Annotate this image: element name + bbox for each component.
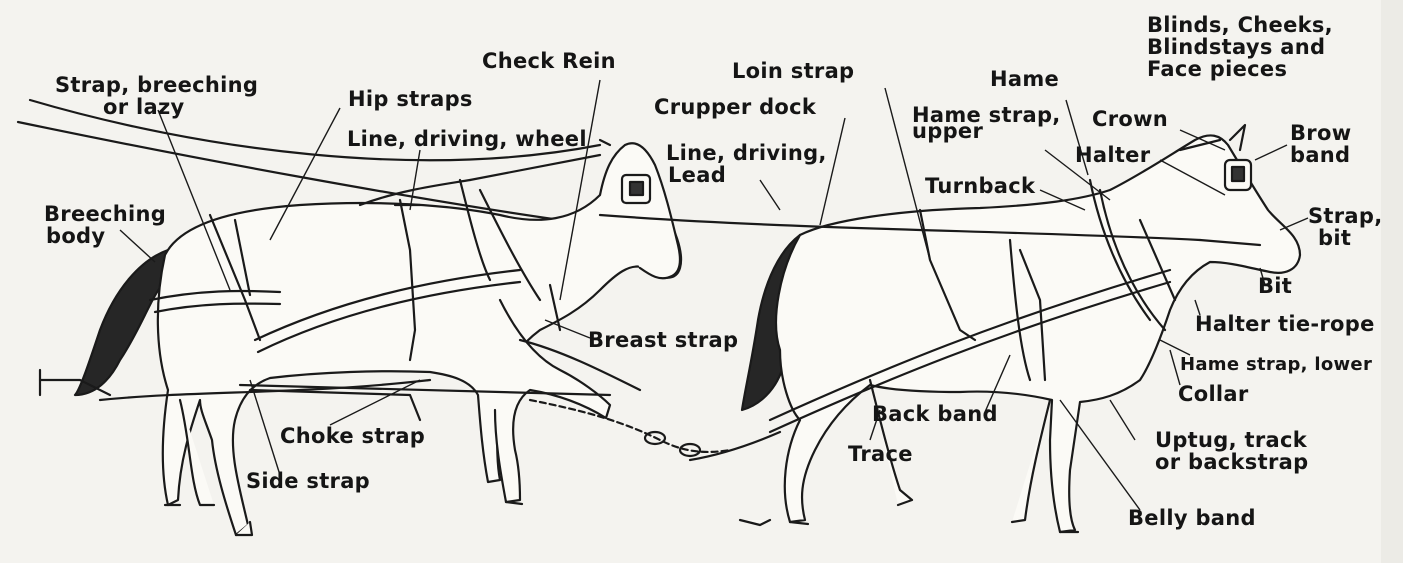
label-back-band: Back band — [872, 403, 998, 425]
label-halter-tie-rope: Halter tie-rope — [1195, 313, 1375, 335]
label-bit: Bit — [1258, 275, 1292, 297]
label-strap-breeching-line1: Strap, breeching — [55, 74, 258, 96]
label-strap-breeching-line2: or lazy — [55, 96, 258, 118]
label-brow-band: Brow band — [1290, 122, 1351, 166]
pole-chain — [530, 400, 730, 452]
label-hip-straps: Hip straps — [348, 88, 473, 110]
label-side-strap: Side strap — [246, 470, 370, 492]
label-blinds-line2: Blindstays and — [1147, 36, 1333, 58]
label-line-driving-lead-line2: Lead — [666, 164, 827, 186]
label-uptug-line2: or backstrap — [1155, 451, 1308, 473]
label-breeching-body-line1: Breeching — [44, 203, 166, 225]
page-edge — [1381, 0, 1403, 563]
label-check-rein: Check Rein — [482, 50, 616, 72]
label-blinds-line1: Blinds, Cheeks, — [1147, 14, 1333, 36]
label-collar: Collar — [1178, 383, 1249, 405]
label-crupper-dock: Crupper dock — [654, 96, 816, 118]
label-line-driving-lead-line1: Line, driving, — [666, 142, 827, 164]
label-trace: Trace — [848, 443, 913, 465]
label-blinds-line3: Face pieces — [1147, 58, 1333, 80]
label-loin-strap: Loin strap — [732, 60, 854, 82]
label-hame-strap-lower: Hame strap, lower — [1180, 354, 1372, 376]
label-uptug-line1: Uptug, track — [1155, 429, 1308, 451]
label-strap-breeching: Strap, breeching or lazy — [55, 74, 258, 118]
label-uptug: Uptug, track or backstrap — [1155, 429, 1308, 473]
label-breeching-body-line2: body — [44, 225, 166, 247]
label-crown: Crown — [1092, 108, 1168, 130]
wheel-horse-tail — [75, 250, 168, 395]
label-line-driving-lead: Line, driving, Lead — [666, 142, 827, 186]
label-belly-band: Belly band — [1128, 507, 1256, 529]
label-breeching-body: Breeching body — [44, 203, 166, 247]
label-strap-bit-line2: bit — [1308, 227, 1383, 249]
label-turnback: Turnback — [925, 175, 1035, 197]
label-strap-bit: Strap, bit — [1308, 205, 1383, 249]
label-breast-strap: Breast strap — [588, 329, 738, 351]
label-hame: Hame — [990, 68, 1059, 90]
label-hame-strap-upper: Hame strap, upper — [912, 104, 1061, 142]
label-choke-strap: Choke strap — [280, 425, 425, 447]
label-brow-band-line2: band — [1290, 144, 1351, 166]
label-blinds: Blinds, Cheeks, Blindstays and Face piec… — [1147, 14, 1333, 80]
label-line-driving-wheel: Line, driving, wheel — [347, 128, 587, 150]
label-halter: Halter — [1075, 144, 1150, 166]
label-brow-band-line1: Brow — [1290, 122, 1351, 144]
label-strap-bit-line1: Strap, — [1308, 205, 1383, 227]
